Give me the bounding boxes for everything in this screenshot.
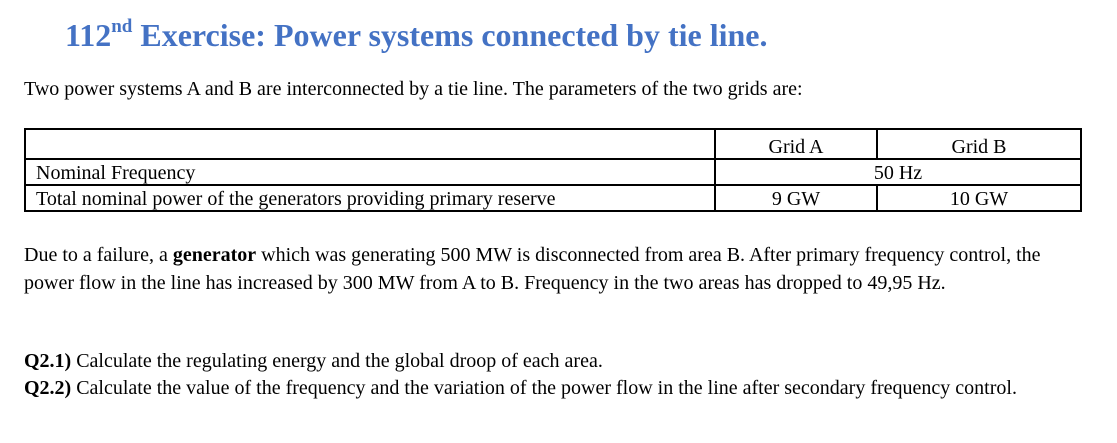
question-label: Q2.2) (24, 377, 72, 399)
table-row: Total nominal power of the generators pr… (24, 184, 1082, 212)
problem-description: Due to a failure, a generator which was … (24, 241, 1086, 297)
nominal-frequency-value: 50 Hz (714, 158, 1082, 185)
exercise-number: 112 (65, 17, 112, 53)
row-label-nominal-frequency: Nominal Frequency (24, 158, 716, 185)
question-text: Calculate the regulating energy and the … (71, 350, 603, 372)
header-blank-cell (24, 128, 716, 160)
question-text: Calculate the value of the frequency and… (71, 377, 1017, 399)
exercise-title: 112nd Exercise: Power systems connected … (65, 16, 768, 54)
description-part-2: which was generating 500 MW is disconnec… (24, 244, 1041, 294)
row-label-primary-reserve: Total nominal power of the generators pr… (24, 184, 716, 212)
grid-b-reserve-value: 10 GW (876, 184, 1082, 212)
table-header-row: Grid A Grid B (24, 128, 1082, 160)
intro-text: Two power systems A and B are interconne… (24, 78, 803, 100)
exercise-title-text: Exercise: Power systems connected by tie… (132, 17, 768, 53)
parameters-table: Grid A Grid B Nominal Frequency 50 Hz To… (24, 128, 1082, 212)
table-row: Nominal Frequency 50 Hz (24, 158, 1082, 185)
ordinal-suffix: nd (111, 16, 133, 38)
description-bold-term: generator (172, 244, 257, 266)
grid-a-reserve-value: 9 GW (714, 184, 878, 212)
question-label: Q2.1) (24, 350, 72, 372)
question-q2-2: Q2.2) Calculate the value of the frequen… (24, 375, 1086, 402)
header-grid-a: Grid A (714, 128, 878, 160)
question-q2-1: Q2.1) Calculate the regulating energy an… (24, 348, 1086, 375)
header-grid-b: Grid B (876, 128, 1082, 160)
description-part-1: Due to a failure, a (24, 244, 173, 266)
